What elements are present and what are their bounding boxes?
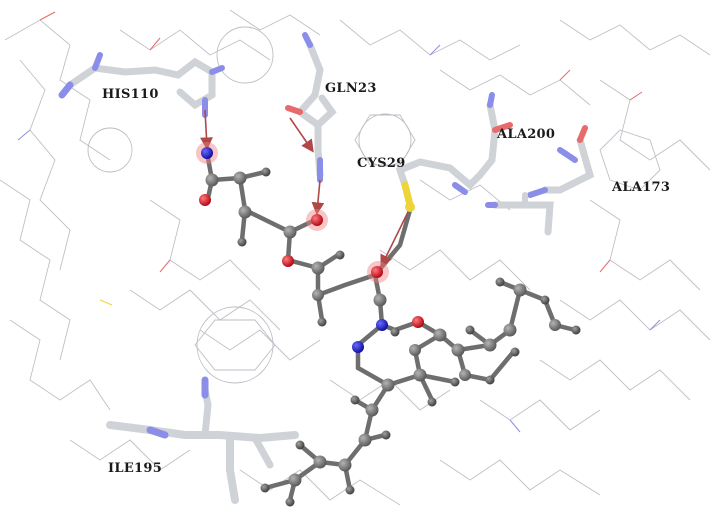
hbond-cys29-a (289, 117, 314, 153)
nitrogen-atom (352, 341, 364, 353)
carbon-atom (205, 173, 219, 187)
carbon-atom (238, 205, 252, 219)
hbond-his110 (200, 109, 213, 151)
ligand-atoms (199, 147, 581, 507)
oxygen-atom (371, 266, 383, 278)
carbon-atom (358, 433, 372, 447)
carbon-atom (233, 171, 247, 185)
carbon-atom (483, 338, 497, 352)
hydrogen-atom (285, 497, 295, 507)
oxygen-atom (412, 316, 424, 328)
hbond-cys29-b (380, 211, 409, 268)
carbon-atom (288, 473, 302, 487)
label-ala173: ALA173 (611, 180, 670, 195)
carbon-atom (312, 289, 324, 301)
hydrogen-atom (465, 325, 475, 335)
hydrogen-atom (540, 295, 550, 305)
hydrogen-atom (450, 377, 460, 387)
carbon-atom (413, 368, 427, 382)
carbon-atom (459, 369, 471, 381)
hydrogen-atom (485, 375, 495, 385)
hydrogen-atom (335, 250, 345, 260)
sulfur-atom (405, 202, 415, 212)
hydrogen-atom (571, 325, 581, 335)
residue-ala173 (485, 192, 554, 236)
carbon-atom (409, 344, 421, 356)
carbon-atom (313, 455, 327, 469)
carbon-atom (513, 283, 527, 297)
hydrogen-atom (237, 237, 247, 247)
label-cys29: CYS29 (357, 156, 406, 171)
oxygen-atom (282, 255, 294, 267)
label-ala200: ALA200 (496, 127, 555, 142)
carbon-atom (549, 319, 561, 331)
carbon-atom (365, 403, 379, 417)
hbond-gln23 (311, 179, 325, 216)
carbon-atom (381, 378, 395, 392)
nitrogen-atom (376, 319, 388, 331)
hydrogen-atom (510, 347, 520, 357)
residue-ile195 (106, 376, 299, 504)
protein-wireframe-hetero-atoms (17, 11, 661, 433)
label-ile195: ILE195 (108, 461, 162, 476)
label-his110: HIS110 (102, 87, 159, 102)
hydrogen-atom (260, 483, 270, 493)
nitrogen-atom (201, 147, 213, 159)
hydrogen-atom (317, 317, 327, 327)
carbon-atom (433, 328, 447, 342)
residue-his110 (58, 52, 225, 118)
hydrogen-atom (295, 440, 305, 450)
oxygen-atom (199, 194, 211, 206)
hydrogen-atom (350, 395, 360, 405)
hydrogen-atom (390, 327, 400, 337)
oxygen-atom (311, 214, 323, 226)
label-gln23: GLN23 (325, 81, 377, 96)
residue-ala200 (527, 125, 595, 198)
hydrogen-atom (427, 397, 437, 407)
carbon-atom (283, 225, 297, 239)
carbon-atom (503, 323, 517, 337)
hydrogen-atom (261, 167, 271, 177)
carbon-atom (451, 343, 465, 357)
residue-gln23 (285, 32, 337, 183)
hydrogen-atom (381, 430, 391, 440)
hydrogen-atom (495, 277, 505, 287)
hydrogen-atom (345, 485, 355, 495)
carbon-atom (311, 261, 325, 275)
residue-cys29 (395, 92, 513, 209)
carbon-atom (373, 293, 387, 307)
hbond-arrows (200, 109, 409, 268)
carbon-atom (338, 458, 352, 472)
